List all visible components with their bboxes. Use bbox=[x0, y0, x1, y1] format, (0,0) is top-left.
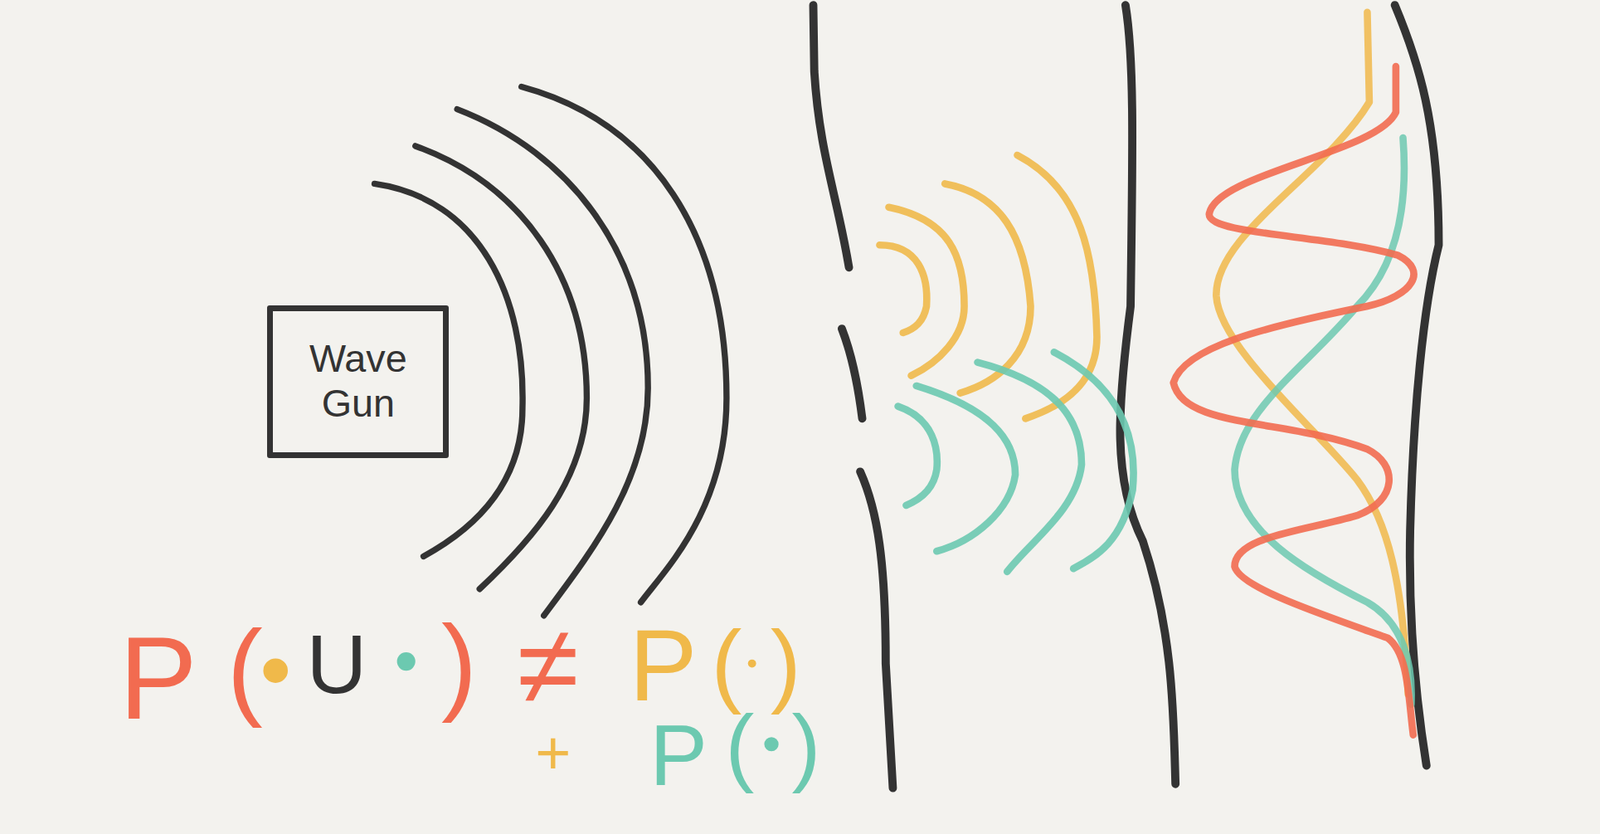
node-label: Wave Gun bbox=[296, 336, 420, 427]
slit-waves-bottom bbox=[898, 351, 1134, 571]
single-slit-pattern bbox=[1235, 137, 1412, 705]
interference-pattern bbox=[1173, 66, 1415, 735]
wavefront bbox=[977, 362, 1082, 572]
yellow-dot bbox=[262, 657, 288, 683]
formula-symbol: + bbox=[534, 722, 571, 784]
formula-symbol: P bbox=[629, 614, 698, 717]
barrier-segment bbox=[860, 471, 893, 788]
formula-symbol: ( bbox=[724, 701, 754, 789]
wavefront bbox=[1054, 351, 1134, 569]
formula-symbol: ≠ bbox=[516, 608, 579, 721]
teal-dot bbox=[397, 651, 416, 671]
slit-barrier bbox=[812, 4, 893, 788]
wavefront bbox=[521, 87, 727, 603]
yellow-dot bbox=[748, 659, 757, 668]
formula-symbol: P bbox=[649, 711, 708, 799]
teal-dot bbox=[763, 736, 779, 751]
formula-symbol: ( bbox=[710, 617, 742, 710]
barrier-segment bbox=[812, 4, 849, 268]
slit-waves-top bbox=[879, 155, 1097, 419]
wavefront bbox=[457, 109, 648, 616]
wavefront bbox=[879, 244, 927, 333]
formula-symbol: ( bbox=[227, 614, 263, 722]
formula-symbol: P bbox=[118, 619, 197, 737]
wavefront bbox=[916, 385, 1016, 551]
wavefront bbox=[898, 406, 938, 506]
wavefront bbox=[889, 207, 965, 376]
device-box: Wave Gun bbox=[267, 305, 449, 459]
formula-symbol: ) bbox=[770, 617, 802, 710]
wall bbox=[1119, 4, 1176, 784]
formula-symbol: ) bbox=[441, 609, 477, 717]
barrier-segment bbox=[841, 328, 863, 419]
formula-symbol: ) bbox=[791, 701, 821, 789]
formula-symbol: U bbox=[306, 621, 368, 706]
